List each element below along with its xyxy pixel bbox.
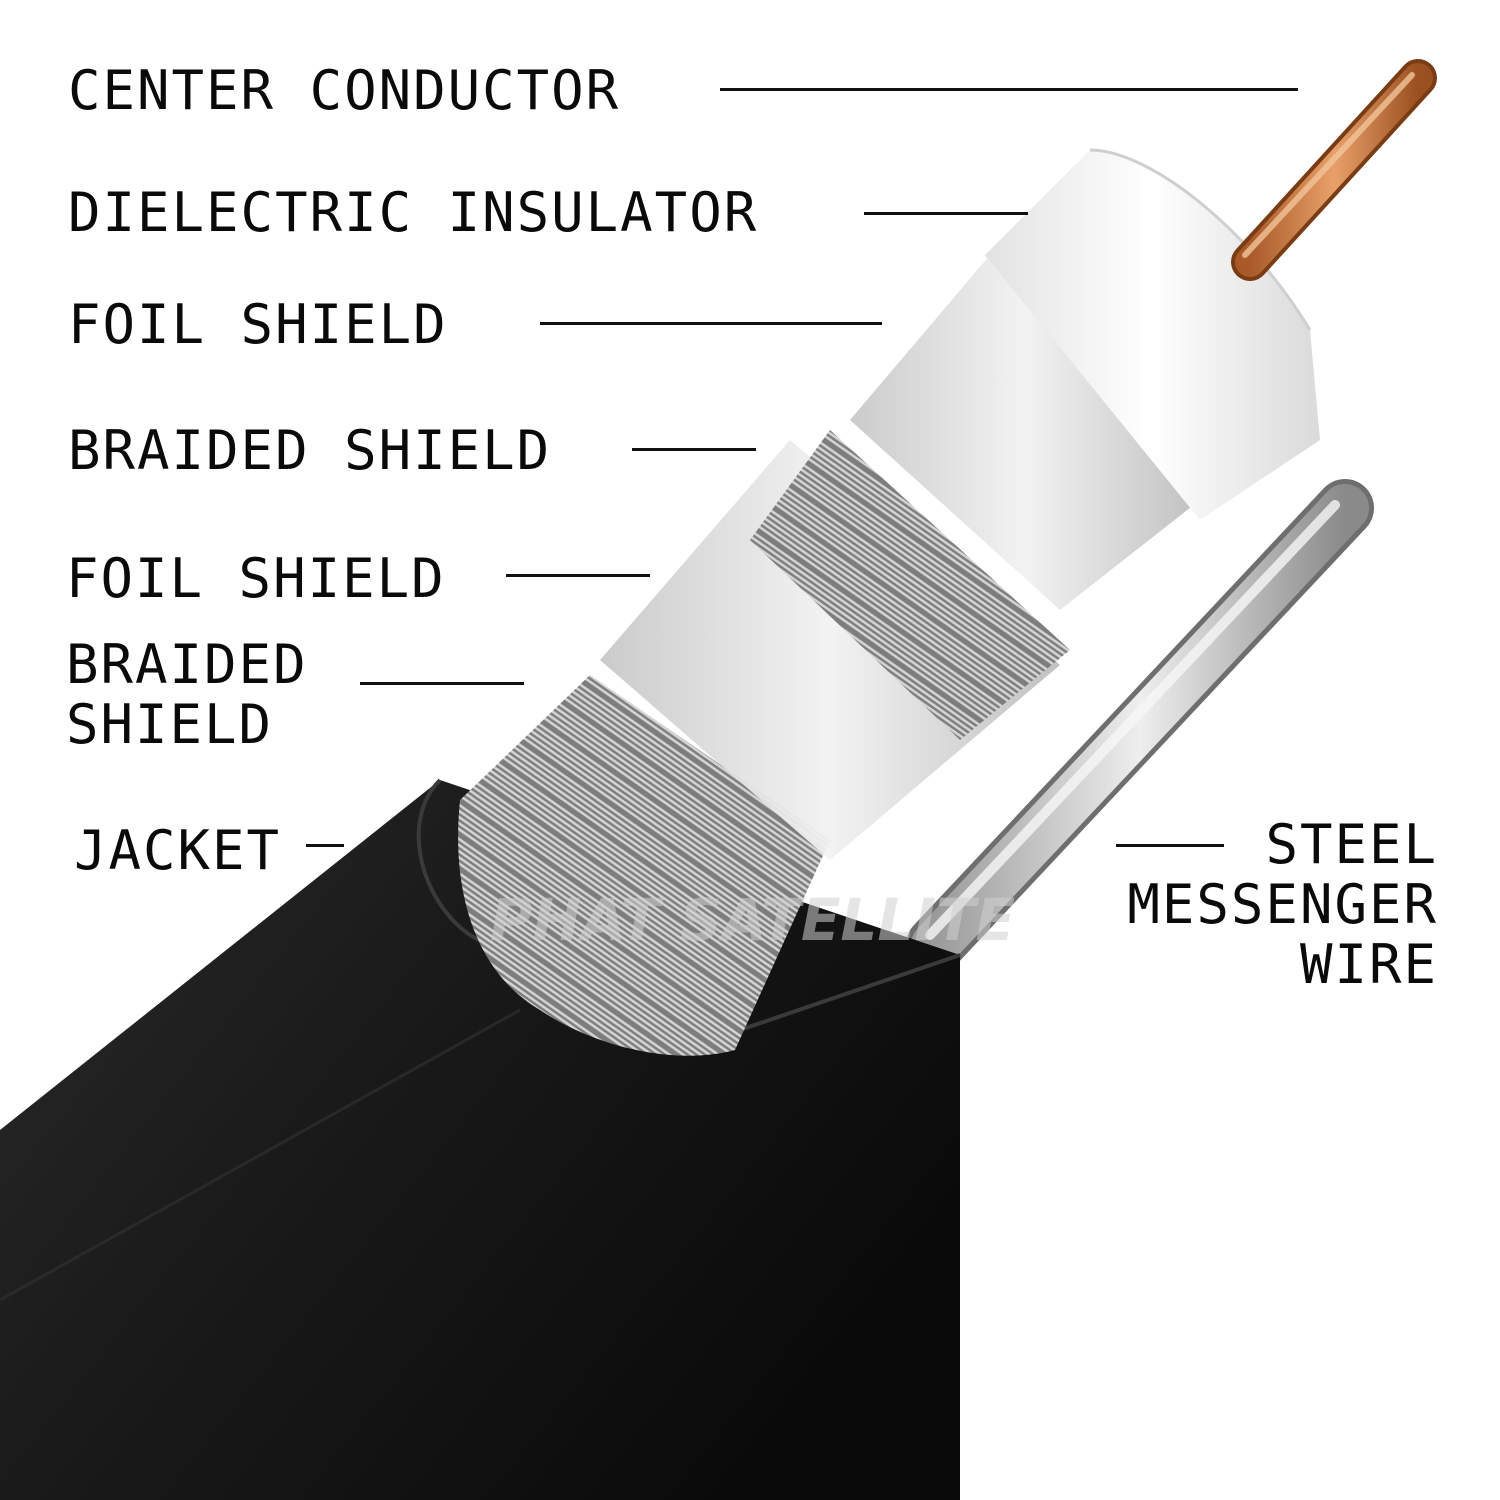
braided-shield-outer	[458, 675, 830, 1056]
foil-shield-inner	[850, 255, 1200, 610]
label-center-conductor: CENTER CONDUCTOR	[68, 59, 621, 122]
leader-center-conductor	[720, 88, 1298, 91]
leader-braided-shield-1	[632, 448, 756, 451]
label-foil-shield-2: FOIL SHIELD	[66, 547, 446, 610]
label-dielectric-insulator: DIELECTRIC INSULATOR	[68, 181, 759, 244]
leader-dielectric-insulator	[864, 212, 1028, 215]
leader-braided-shield-2	[360, 682, 524, 685]
watermark: PHAT SATELLITE	[490, 886, 1015, 954]
dielectric-insulator	[985, 148, 1320, 520]
label-foil-shield-1: FOIL SHIELD	[68, 293, 448, 356]
label-braided-shield-2-line2: SHIELD	[66, 693, 274, 756]
leader-jacket	[306, 844, 344, 847]
leader-foil-shield-1	[540, 322, 882, 325]
braided-shield-inner	[750, 430, 1070, 740]
label-braided-shield-1: BRAIDED SHIELD	[68, 419, 552, 482]
label-steel-line3: WIRE	[1299, 933, 1438, 996]
label-steel-line2: MESSENGER	[1127, 873, 1438, 936]
leader-foil-shield-2	[506, 574, 650, 577]
label-steel-line1: STEEL	[1265, 813, 1438, 876]
center-conductor	[1231, 59, 1437, 281]
label-braided-shield-2-line1: BRAIDED	[66, 633, 308, 696]
leader-steel-messenger-wire	[1116, 844, 1224, 847]
foil-shield-outer	[600, 440, 1060, 860]
label-jacket: JACKET	[74, 819, 282, 882]
steel-messenger-wire	[906, 479, 1374, 974]
